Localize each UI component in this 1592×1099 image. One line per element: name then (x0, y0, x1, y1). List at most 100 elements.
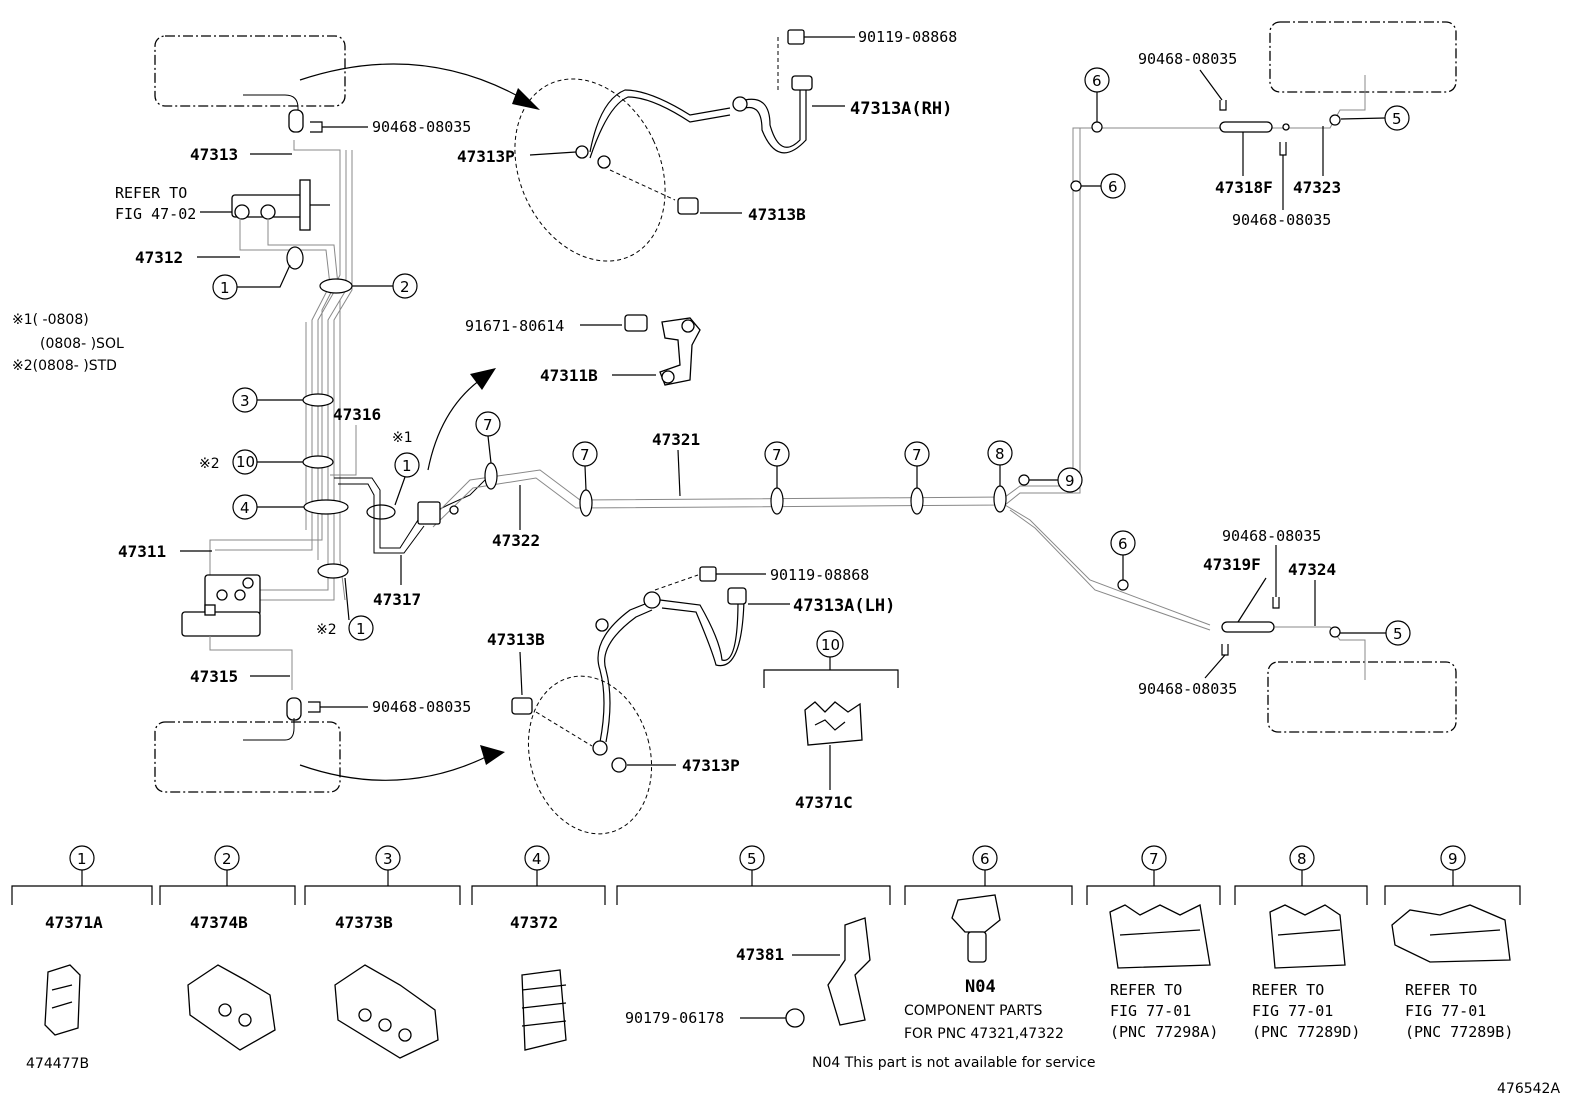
clamp-47373B-icon (334, 964, 439, 1059)
label-47315: 47315 (190, 667, 238, 686)
refer-fig-47-02-l2: FIG 47-02 (115, 205, 196, 223)
svg-text:5: 5 (747, 850, 757, 868)
svg-text:3: 3 (240, 392, 250, 410)
label-47321: 47321 (652, 430, 700, 449)
callout-6-c: 6 (1110, 530, 1136, 591)
clip-N04-icon (951, 894, 1001, 963)
legend-1-part: 47371A (45, 913, 103, 932)
callout-4: 4 (232, 494, 304, 520)
clamp-77289B-icon (1391, 904, 1511, 963)
label-47318F: 47318F (1215, 178, 1273, 197)
svg-text:7: 7 (912, 446, 922, 464)
svg-text:10: 10 (821, 636, 840, 654)
callout-3: 3 (232, 387, 303, 413)
master-cylinder (231, 179, 330, 231)
front-arrow-bottom (299, 754, 491, 781)
svg-text:4: 4 (532, 850, 542, 868)
label-47313B-bottom: 47313B (487, 630, 545, 649)
svg-text:5: 5 (1393, 625, 1403, 643)
label-47322: 47322 (492, 531, 540, 550)
label-90468-br2: 90468-08035 (1138, 680, 1237, 698)
clamp-47372-icon (521, 969, 567, 1051)
label-47311: 47311 (118, 542, 166, 561)
note-2: (0808- )SOL (40, 336, 124, 352)
legend-2-part: 47374B (190, 913, 248, 932)
callout-7-c: 7 (764, 441, 790, 488)
svg-text:6: 6 (1118, 535, 1128, 553)
abs-actuator-valve (181, 574, 261, 637)
legend-6: 6 N04 COMPONENT PARTS FOR PNC 47321,4732… (904, 845, 1073, 1042)
svg-text:1: 1 (77, 850, 87, 868)
mark-2-b: ※2 (316, 622, 337, 638)
callout-5-a: 5 (1340, 105, 1410, 131)
label-47324: 47324 (1288, 560, 1336, 579)
label-47312: 47312 (135, 248, 183, 267)
clamp-77298A-icon (1109, 904, 1211, 969)
rear-rh-wheel-area-box (1269, 21, 1457, 93)
refer-fig-47-02-l1: REFER TO (115, 184, 187, 202)
label-47323: 47323 (1293, 178, 1341, 197)
callout-6-a: 6 (1084, 67, 1110, 133)
callout-1-a: 1 (212, 264, 291, 300)
label-47316: 47316 (333, 405, 381, 424)
callout-2: 2 (352, 273, 418, 299)
label-90468-a: 90468-08035 (372, 118, 471, 136)
label-47313: 47313 (190, 145, 238, 164)
legend-9-ref3: (PNC 77289B) (1405, 1023, 1513, 1041)
legend-8: 8 REFER TO FIG 77-01 (PNC 77289D) (1234, 845, 1368, 1041)
svg-text:2: 2 (400, 278, 410, 296)
callout-7-a: 7 (475, 411, 501, 464)
svg-text:6: 6 (1108, 178, 1118, 196)
clamp-47371C-icon (804, 701, 863, 746)
rh-caliper-area (514, 78, 666, 262)
legend-6-part: N04 (965, 977, 996, 997)
lh-caliper-area (527, 675, 653, 835)
callout-10-group: 10 (763, 630, 899, 688)
legend-7: 7 REFER TO FIG 77-01 (PNC 77298A) (1086, 845, 1221, 1041)
label-47313P-bottom: 47313P (682, 756, 740, 775)
label-91671: 91671-80614 (465, 317, 564, 335)
svg-text:9: 9 (1448, 850, 1458, 868)
svg-text:2: 2 (222, 850, 232, 868)
front-rh-wheel-area-box (154, 35, 346, 107)
clamp-77289D-icon (1269, 904, 1346, 969)
svg-text:1: 1 (402, 457, 412, 475)
label-90468-tr1: 90468-08035 (1138, 50, 1237, 68)
legend-8-ref1: REFER TO (1252, 981, 1324, 999)
rear-lh-wheel-area-box (1267, 661, 1457, 733)
lh-flexible-hose (592, 587, 747, 756)
label-47319F: 47319F (1203, 555, 1261, 574)
callout-6-b: 6 (1070, 173, 1126, 199)
label-47313P-top: 47313P (457, 147, 515, 166)
callout-9: 9 (1018, 467, 1083, 493)
svg-text:5: 5 (1392, 110, 1402, 128)
label-47313A-rh: 47313A(RH) (850, 99, 952, 119)
clip-47381-icon (827, 917, 871, 1026)
callout-7-b: 7 (572, 441, 598, 491)
legend-7-ref1: REFER TO (1110, 981, 1182, 999)
front-arrow-top (299, 63, 526, 101)
legend-9-ref1: REFER TO (1405, 981, 1477, 999)
legend-6-desc2: FOR PNC 47321,47322 (904, 1026, 1064, 1042)
clamp-47371A-icon (44, 964, 81, 1036)
svg-text:1: 1 (220, 279, 230, 297)
legend-4: 4 47372 (471, 845, 606, 1051)
legend-1-extra: 474477B (26, 1056, 89, 1072)
svg-text:7: 7 (772, 446, 782, 464)
mark-1: ※1 (392, 430, 413, 446)
svg-text:8: 8 (995, 445, 1005, 463)
svg-text:6: 6 (980, 850, 990, 868)
legend-8-ref2: FIG 77-01 (1252, 1002, 1333, 1020)
label-90119-bottom: 90119-08868 (770, 566, 869, 584)
legend-3-part: 47373B (335, 913, 393, 932)
svg-text:6: 6 (1092, 72, 1102, 90)
callout-10: 10 (232, 449, 303, 475)
legend-9-ref2: FIG 77-01 (1405, 1002, 1486, 1020)
footer-figure-id: 476542A (1497, 1081, 1560, 1097)
legend-4-part: 47372 (510, 913, 558, 932)
legend-2: 2 47374B (159, 845, 296, 1051)
label-47313A-lh: 47313A(LH) (793, 596, 895, 616)
label-90468-b: 90468-08035 (372, 698, 471, 716)
mark-2-a: ※2 (199, 456, 220, 472)
